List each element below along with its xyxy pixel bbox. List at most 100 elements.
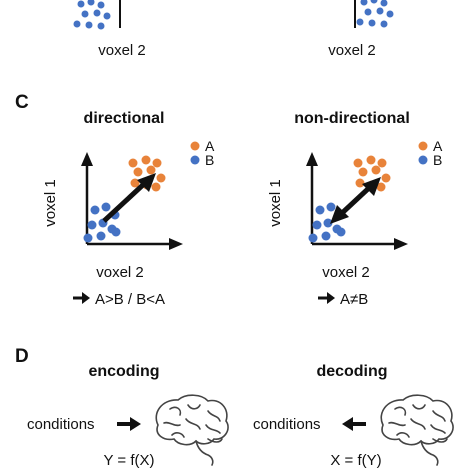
point-b	[364, 8, 372, 16]
legend-label-a: A	[433, 138, 443, 154]
conditions-label: conditions	[27, 416, 95, 433]
point-b	[97, 1, 105, 9]
top-fragment-left: voxel 2	[73, 0, 146, 59]
summary-text: A≠B	[340, 291, 368, 308]
point-b	[85, 21, 93, 29]
point-b	[83, 233, 93, 243]
formula: X = f(Y)	[330, 452, 381, 469]
point-b	[323, 218, 333, 228]
x-axis-label: voxel 2	[96, 264, 144, 281]
legend-label-b: B	[205, 152, 214, 168]
conditions-label: conditions	[253, 416, 321, 433]
y-axis-label: voxel 1	[42, 179, 59, 227]
point-a	[376, 182, 386, 192]
plot-directional: directional voxel 1 voxel 2 A>B / B<A A …	[42, 110, 215, 308]
point-a	[130, 178, 140, 188]
fragment-dots-right	[356, 0, 394, 28]
y-axis-arrowhead	[81, 152, 93, 166]
legend: A B	[190, 138, 215, 168]
legend-marker-b	[418, 155, 428, 165]
point-b	[386, 10, 394, 18]
point-a	[366, 155, 376, 165]
point-a	[377, 158, 387, 168]
point-b	[380, 20, 388, 28]
direction-arrow	[102, 173, 156, 223]
point-a	[371, 165, 381, 175]
point-a	[152, 158, 162, 168]
two-headed-arrow	[330, 177, 381, 224]
x-axis-arrowhead	[394, 238, 408, 250]
x-axis-arrowhead	[169, 238, 183, 250]
right-arrow-icon	[73, 292, 90, 304]
fragment-dots-left	[73, 0, 111, 30]
point-b	[97, 22, 105, 30]
point-b	[73, 20, 81, 28]
x-axis-label: voxel 2	[328, 42, 376, 59]
summary-text: A>B / B<A	[95, 291, 165, 308]
legend-marker-b	[190, 155, 200, 165]
axes	[81, 152, 183, 250]
axes	[306, 152, 408, 250]
point-b	[90, 205, 100, 215]
point-b	[360, 0, 368, 6]
point-b	[315, 205, 325, 215]
plot-title: directional	[84, 110, 165, 127]
right-arrow-icon	[117, 417, 141, 431]
right-arrow-icon	[318, 292, 335, 304]
cluster-a	[353, 155, 391, 192]
plot-non-directional: non-directional voxel 1 voxel 2 A≠B A	[267, 110, 443, 308]
legend-marker-a	[418, 141, 428, 151]
point-a	[141, 155, 151, 165]
point-b	[326, 202, 336, 212]
legend-label-b: B	[433, 152, 442, 168]
point-a	[156, 173, 166, 183]
panel-letter-c: C	[15, 92, 29, 113]
summary: A≠B	[318, 291, 368, 308]
legend: A B	[418, 138, 443, 168]
point-b	[356, 18, 364, 26]
panel-letter-d: D	[15, 346, 29, 367]
model-title: encoding	[88, 363, 159, 380]
point-a	[128, 158, 138, 168]
point-b	[101, 202, 111, 212]
point-a	[381, 173, 391, 183]
model-encoding: encoding conditions Y = f(X)	[27, 363, 229, 469]
plot-title: non-directional	[294, 110, 410, 127]
point-b	[81, 10, 89, 18]
brain-icon	[155, 394, 229, 466]
legend-label-a: A	[205, 138, 215, 154]
point-b	[87, 0, 95, 6]
point-b	[336, 227, 346, 237]
top-fragment-right: voxel 2	[328, 0, 394, 59]
point-b	[321, 231, 331, 241]
point-a	[151, 182, 161, 192]
arrowhead	[137, 173, 156, 192]
model-title: decoding	[316, 363, 387, 380]
point-b	[87, 220, 97, 230]
point-a	[146, 165, 156, 175]
point-b	[380, 0, 388, 7]
model-decoding: decoding conditions X = f(Y)	[253, 363, 454, 469]
point-b	[93, 9, 101, 17]
arrowhead-end	[362, 177, 381, 196]
cluster-b	[83, 202, 121, 243]
point-b	[96, 231, 106, 241]
arrowhead-start	[330, 205, 349, 224]
summary: A>B / B<A	[73, 291, 165, 308]
x-axis-label: voxel 2	[322, 264, 370, 281]
point-a	[133, 167, 143, 177]
y-axis-label: voxel 1	[267, 179, 284, 227]
point-b	[370, 0, 378, 4]
point-b	[368, 19, 376, 27]
point-b	[376, 7, 384, 15]
y-axis-arrowhead	[306, 152, 318, 166]
point-b	[77, 0, 85, 8]
point-a	[355, 178, 365, 188]
x-axis-label: voxel 2	[98, 42, 146, 59]
point-b	[103, 12, 111, 20]
point-b	[308, 233, 318, 243]
left-arrow-icon	[342, 417, 366, 431]
point-b	[111, 227, 121, 237]
legend-marker-a	[190, 141, 200, 151]
